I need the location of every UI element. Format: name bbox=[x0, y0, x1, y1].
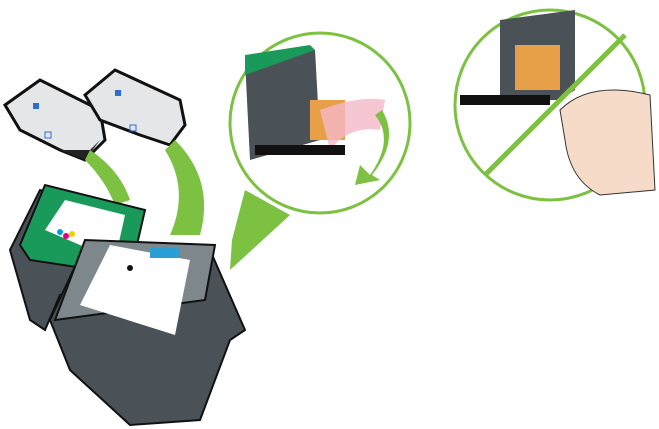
cartridge-package-icon bbox=[83, 68, 187, 147]
do-not-touch-contacts-icon bbox=[453, 8, 656, 202]
arrow-icon bbox=[165, 140, 205, 235]
black-cartridge-icon bbox=[48, 238, 247, 427]
arrow-icon bbox=[85, 150, 130, 205]
arrow-icon bbox=[230, 190, 290, 270]
remove-tape-icon bbox=[228, 31, 412, 215]
cartridge-package-icon bbox=[3, 78, 107, 162]
